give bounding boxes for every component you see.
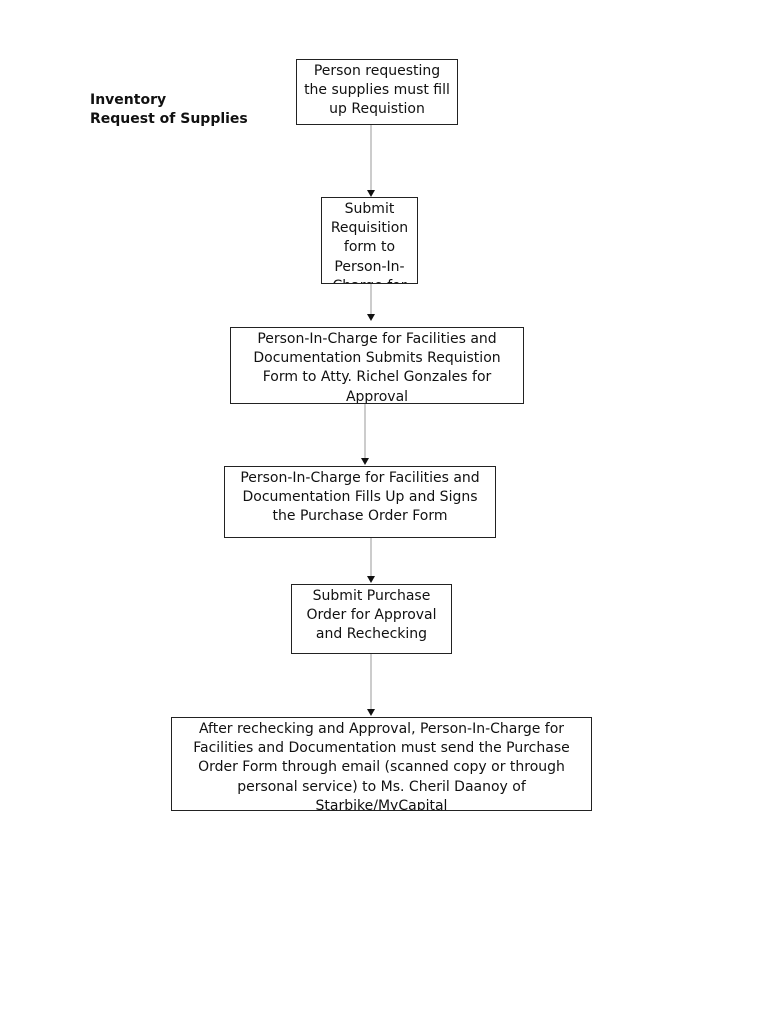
step-box-fill-up-requisition: Person requesting the supplies must fill… [296, 59, 458, 125]
step-text-fill-up-requisition: Person requesting the supplies must fill… [304, 63, 450, 118]
step-text-send-purchase-order-part1: After rechecking and Approval, [198, 721, 420, 737]
step-text-submit-requisition: Submit Requisition form to Person-In-Cha… [330, 201, 409, 283]
heading-line-inventory: Inventory [90, 92, 167, 108]
step-text-submit-purchase-order: Submit Purchase Order for Approval and R… [306, 588, 437, 643]
arrowhead-5-6 [367, 709, 375, 716]
step-text-submit-for-approval: Person-In-Charge for Facilities and Docu… [249, 330, 505, 404]
step-box-submit-purchase-order: Submit Purchase Order for Approval and R… [291, 584, 452, 654]
arrowhead-4-5 [367, 576, 375, 583]
step-text-send-purchase-order-part2: Person-In-Charge for Facilities and Docu… [193, 721, 565, 757]
heading-line-request-of-supplies: Request of Supplies [90, 111, 248, 127]
step-box-submit-for-approval: Person-In-Charge for Facilities and Docu… [230, 327, 524, 404]
flowchart-heading: Inventory Request of Supplies [90, 91, 248, 129]
arrowhead-2-3 [367, 314, 375, 321]
step-text-send-purchase-order: After rechecking and Approval, Person-In… [190, 720, 573, 811]
step-box-submit-requisition: Submit Requisition form to Person-In-Cha… [321, 197, 418, 284]
step-text-fill-purchase-order: Person-In-Charge for Facilities and Docu… [240, 470, 480, 525]
arrowhead-3-4 [361, 458, 369, 465]
step-box-send-purchase-order: After rechecking and Approval, Person-In… [171, 717, 592, 811]
step-text-submit-for-approval-part2: Submits Requistion Form to Atty. Richel … [262, 350, 501, 404]
step-text-submit-for-approval-part1: Person-In-Charge for Facilities and Docu… [253, 331, 497, 367]
arrowhead-1-2 [367, 190, 375, 197]
step-box-fill-purchase-order: Person-In-Charge for Facilities and Docu… [224, 466, 496, 538]
step-text-send-purchase-order-part3: must send the Purchase Order Form throug… [198, 740, 570, 811]
